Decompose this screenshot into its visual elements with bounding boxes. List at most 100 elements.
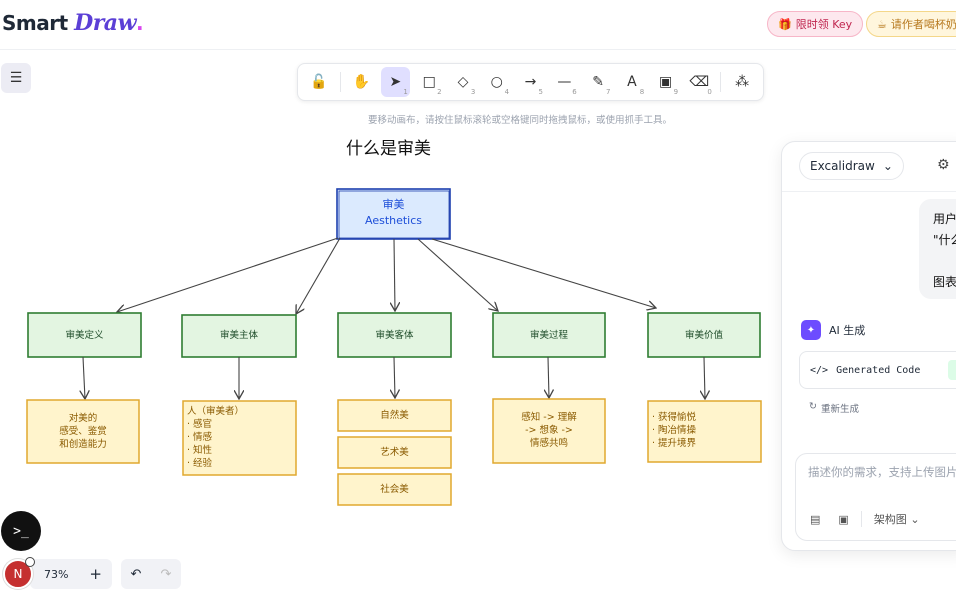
- text-icon: A: [627, 74, 637, 90]
- ai-chat-panel: Excalidraw⌄ ⚙ 用户 "什么 图表 ✦ AI 生成 </> Gene…: [781, 141, 956, 551]
- prompt-input[interactable]: 描述你的需求，支持上传图片 ▤ ▣ 架构图 ⌄: [795, 453, 956, 541]
- detail-line: -> 想象 ->: [525, 425, 573, 436]
- gift-icon: 🎁: [778, 17, 792, 31]
- tool-shortcut: 2: [437, 88, 442, 96]
- tool-eraser[interactable]: ⌫0: [685, 67, 714, 97]
- gear-icon[interactable]: ⚙: [937, 157, 950, 173]
- regenerate-button[interactable]: ↻ 重新生成: [809, 401, 859, 415]
- redo-button[interactable]: ↷: [160, 566, 172, 582]
- detail-text-nature: 自然美: [380, 410, 409, 421]
- edge-definition-detail: [83, 356, 85, 399]
- detail-line: · 经验: [187, 458, 213, 469]
- detail-line: · 陶冶情操: [652, 425, 697, 436]
- tool-image[interactable]: ▣9: [651, 67, 680, 97]
- tool-arrow[interactable]: →5: [516, 67, 545, 97]
- tool-rectangle[interactable]: □2: [415, 67, 444, 97]
- detail-line: · 获得愉悦: [652, 412, 697, 423]
- tool-diamond[interactable]: ◇3: [449, 67, 478, 97]
- refresh-icon: ↻: [809, 401, 817, 412]
- chevron-down-icon: ⌄: [910, 513, 920, 526]
- edge-object-detail: [394, 356, 395, 398]
- detail-line: · 知性: [187, 445, 213, 456]
- panel-header: Excalidraw⌄ ⚙: [782, 142, 956, 192]
- diagram-title[interactable]: 什么是审美: [346, 139, 431, 159]
- detail-line: 情感共鸣: [529, 438, 568, 449]
- tool-shortcut: 6: [572, 88, 577, 96]
- zoom-controls: 73% +: [30, 559, 112, 589]
- detail-text-society: 社会美: [380, 484, 409, 495]
- detail-line: 对美的: [68, 413, 98, 424]
- code-icon: </>: [810, 364, 829, 376]
- ellipse-icon: ○: [490, 74, 503, 90]
- tool-lock[interactable]: 🔓: [305, 67, 334, 97]
- tool-pencil[interactable]: ✎7: [584, 67, 613, 97]
- tool-shortcut: 1: [403, 88, 408, 96]
- tool-shortcut: 8: [639, 88, 645, 96]
- line-icon: —: [557, 74, 572, 90]
- root-node: [336, 188, 451, 240]
- detail-node: [337, 399, 452, 432]
- cursor-icon: ➤: [389, 74, 402, 90]
- free-key-button[interactable]: 🎁限时领 Key: [767, 11, 864, 37]
- terminal-button[interactable]: >_: [1, 511, 41, 551]
- zoom-level[interactable]: 73%: [44, 567, 69, 581]
- engine-select[interactable]: Excalidraw⌄: [799, 152, 904, 180]
- tool-select[interactable]: ➤1: [381, 67, 410, 97]
- category-node: [27, 312, 142, 358]
- avatar[interactable]: N: [3, 557, 35, 589]
- shapes-icon: ⁂: [735, 74, 750, 90]
- user-message-line: [933, 251, 956, 272]
- category-label-definition: 审美定义: [65, 330, 104, 341]
- user-message-line: 图表: [933, 275, 956, 289]
- divider: [860, 511, 862, 527]
- generated-code-label: Generated Code: [836, 364, 921, 376]
- user-message-line: 用户: [933, 212, 956, 226]
- top-bar: Smart Draw. 🎁限时领 Key ☕请作者喝杯奶: [0, 0, 956, 50]
- prompt-actions: ▤ ▣ 架构图 ⌄: [810, 511, 920, 527]
- detail-node: [337, 436, 452, 469]
- hamburger-icon: ☰: [9, 70, 23, 86]
- coffee-icon: ☕: [877, 17, 887, 31]
- tool-shortcut: 9: [673, 88, 679, 96]
- toolbar-divider: [339, 72, 341, 92]
- generated-code-block[interactable]: </> Generated Code: [799, 351, 956, 389]
- detail-line: · 提升境界: [652, 438, 697, 449]
- zoom-in-button[interactable]: +: [89, 565, 102, 583]
- image-upload-icon[interactable]: ▣: [838, 512, 849, 526]
- detail-line: 人（审美者）: [187, 406, 245, 417]
- detail-text-subject: 人（审美者） · 感官 · 情感 · 知性 · 经验: [187, 405, 295, 470]
- app-logo[interactable]: Smart Draw.: [2, 10, 144, 36]
- undo-button[interactable]: ↶: [130, 566, 142, 582]
- hand-icon: ✋: [352, 74, 371, 90]
- prompt-placeholder: 描述你的需求，支持上传图片: [808, 465, 956, 479]
- root-label-cn: 审美: [382, 198, 405, 211]
- detail-line: · 情感: [187, 432, 213, 443]
- detail-node: [26, 399, 140, 464]
- tool-hand[interactable]: ✋: [347, 67, 376, 97]
- category-label-process: 审美过程: [529, 330, 568, 341]
- main-menu-button[interactable]: ☰: [1, 63, 31, 93]
- canvas-hint: 要移动画布，请按住鼠标滚轮或空格键同时拖拽鼠标，或使用抓手工具。: [368, 115, 673, 126]
- ai-response-header: ✦ AI 生成: [801, 320, 865, 340]
- tool-shortcut: 4: [504, 88, 510, 96]
- diagram-type-select[interactable]: 架构图 ⌄: [874, 511, 920, 527]
- user-message-line: "什么: [933, 233, 956, 247]
- category-label-object: 审美客体: [375, 330, 414, 341]
- status-dot: [25, 557, 35, 567]
- tool-line[interactable]: —6: [550, 67, 579, 97]
- image-icon: ▣: [659, 74, 673, 90]
- buy-coffee-button[interactable]: ☕请作者喝杯奶: [866, 11, 956, 37]
- root-node-sketch: [338, 190, 450, 239]
- engine-select-label: Excalidraw: [810, 159, 875, 173]
- history-controls: ↶ ↷: [121, 559, 181, 589]
- detail-line: 感知 -> 理解: [521, 412, 577, 423]
- apply-badge[interactable]: [948, 360, 956, 380]
- tool-more-shapes[interactable]: ⁂: [728, 67, 757, 97]
- regenerate-label: 重新生成: [820, 404, 859, 415]
- document-icon[interactable]: ▤: [810, 512, 821, 526]
- tool-ellipse[interactable]: ○4: [482, 67, 511, 97]
- buy-coffee-label: 请作者喝杯奶: [890, 18, 956, 31]
- tool-shortcut: 0: [707, 88, 712, 96]
